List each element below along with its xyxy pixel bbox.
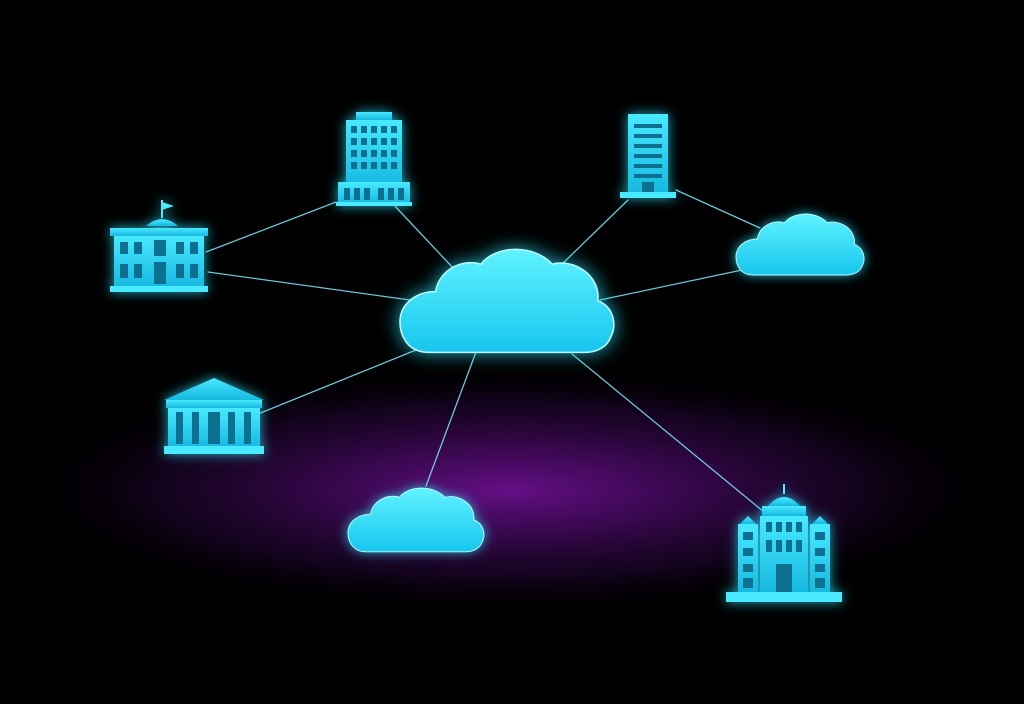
connection-lines (205, 189, 765, 513)
link-hub-capitol (571, 353, 765, 513)
office-tower-icon[interactable] (336, 112, 412, 206)
right-cloud-icon[interactable] (735, 213, 865, 276)
link-hub-city-hall (207, 271, 411, 301)
link-hub-right-cloud (599, 269, 743, 301)
link-slim-tower-right-cloud (675, 189, 761, 229)
link-hub-slim-tower (557, 199, 629, 269)
floor-glow (10, 365, 1010, 615)
link-hub-courthouse (257, 349, 417, 415)
link-hub-tower-office (392, 203, 456, 271)
courthouse-icon[interactable] (164, 378, 264, 454)
link-hub-bottom-cloud (425, 351, 477, 487)
city-hall-icon[interactable] (110, 200, 208, 292)
hub-cloud-icon[interactable] (399, 248, 615, 354)
skyscraper-icon[interactable] (620, 114, 676, 198)
link-tower-office-city-hall (205, 201, 337, 253)
capitol-building-icon[interactable] (726, 484, 842, 602)
